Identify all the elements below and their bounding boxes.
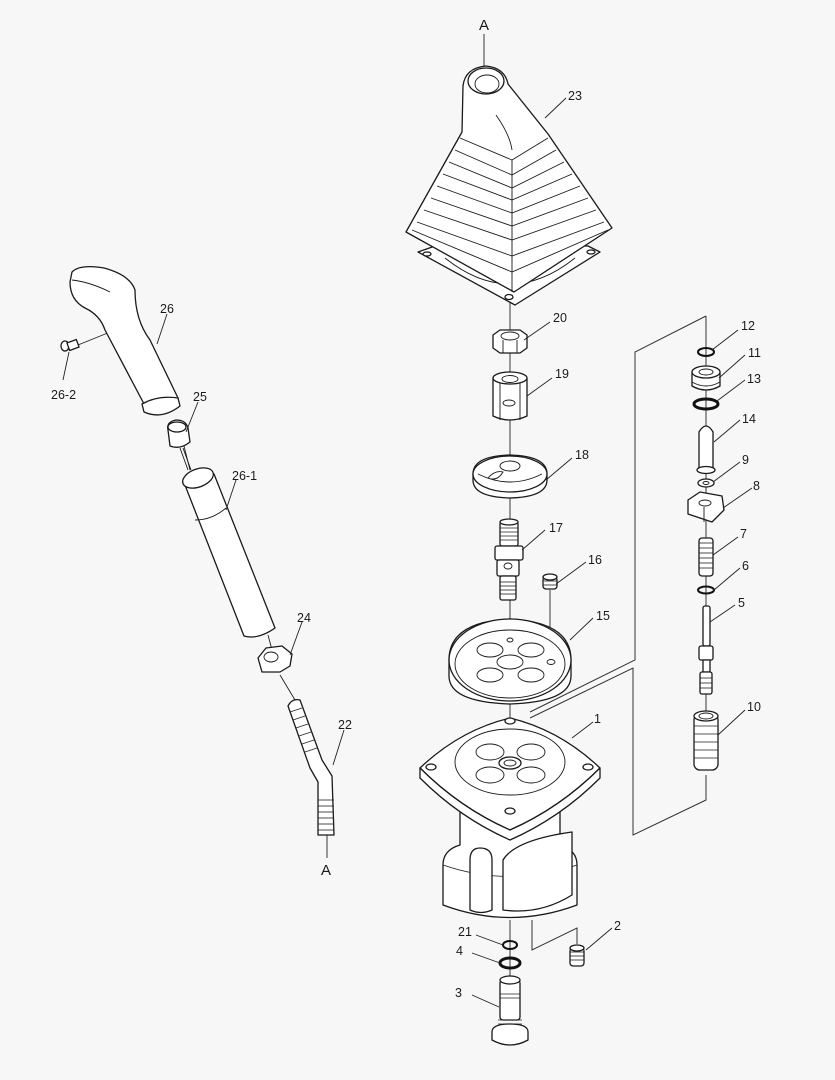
callout-2: 2 <box>614 919 621 933</box>
callout-14: 14 <box>742 412 756 426</box>
callout-17: 17 <box>549 521 563 535</box>
part-7-spring <box>698 537 714 577</box>
part-22-lever <box>287 698 335 836</box>
plug-connector-line <box>531 920 578 951</box>
connector-label-top: A <box>479 17 489 34</box>
subassembly-frame-bottom <box>529 667 707 836</box>
callout-4: 4 <box>456 944 463 958</box>
part-10-return-spring <box>693 710 719 771</box>
callout-labels: A A 23 20 19 18 17 16 15 1 12 11 13 14 9… <box>51 17 761 1000</box>
callout-1: 1 <box>594 712 601 726</box>
part-19-adjusting-nut <box>492 371 528 421</box>
part-14-push-rod <box>696 425 716 475</box>
connector-label-bottom: A <box>321 862 331 879</box>
part-12-seal <box>697 347 715 357</box>
callout-8: 8 <box>753 479 760 493</box>
part-3-port-adapter <box>491 975 529 1046</box>
callout-9: 9 <box>742 453 749 467</box>
callout-10: 10 <box>747 700 761 714</box>
part-9-washer <box>697 478 715 488</box>
callout-21: 21 <box>458 925 472 939</box>
callout-25: 25 <box>193 390 207 404</box>
part-26-2-screw <box>60 338 80 352</box>
part-26-1-handle-tube <box>182 467 276 638</box>
part-15-plate <box>448 618 572 705</box>
callout-11: 11 <box>748 346 761 360</box>
callout-16: 16 <box>588 553 602 567</box>
callout-15: 15 <box>596 609 610 623</box>
part-18-disc <box>472 454 548 499</box>
part-26-handle <box>69 266 181 416</box>
leader-lines <box>62 97 753 1008</box>
callout-3: 3 <box>455 986 462 1000</box>
callout-26-2: 26-2 <box>51 388 76 402</box>
callout-26: 26 <box>160 302 174 316</box>
callout-26-1: 26-1 <box>232 469 257 483</box>
part-17-universal-joint <box>494 518 524 601</box>
part-25-switch <box>167 419 192 471</box>
part-20-lock-nut <box>492 329 528 354</box>
part-2-plug <box>569 944 585 967</box>
callout-5: 5 <box>738 596 745 610</box>
part-1-casing <box>419 717 601 919</box>
part-24-nut <box>257 645 293 673</box>
part-13-o-ring <box>692 397 720 411</box>
callout-19: 19 <box>555 367 569 381</box>
callout-7: 7 <box>740 527 747 541</box>
part-8-spring-seat <box>687 491 725 523</box>
callout-23: 23 <box>568 89 582 103</box>
callout-13: 13 <box>747 372 761 386</box>
part-16-set-screw <box>542 573 558 590</box>
callout-22: 22 <box>338 718 352 732</box>
callout-12: 12 <box>741 319 755 333</box>
part-11-plug <box>691 365 721 391</box>
callout-20: 20 <box>553 311 567 325</box>
callout-6: 6 <box>742 559 749 573</box>
callout-24: 24 <box>297 611 311 625</box>
part-5-spool <box>698 605 714 695</box>
left-axis-lines <box>77 327 328 858</box>
callout-18: 18 <box>575 448 589 462</box>
subassembly-frame-top <box>529 315 707 713</box>
part-23-boot <box>405 65 613 306</box>
